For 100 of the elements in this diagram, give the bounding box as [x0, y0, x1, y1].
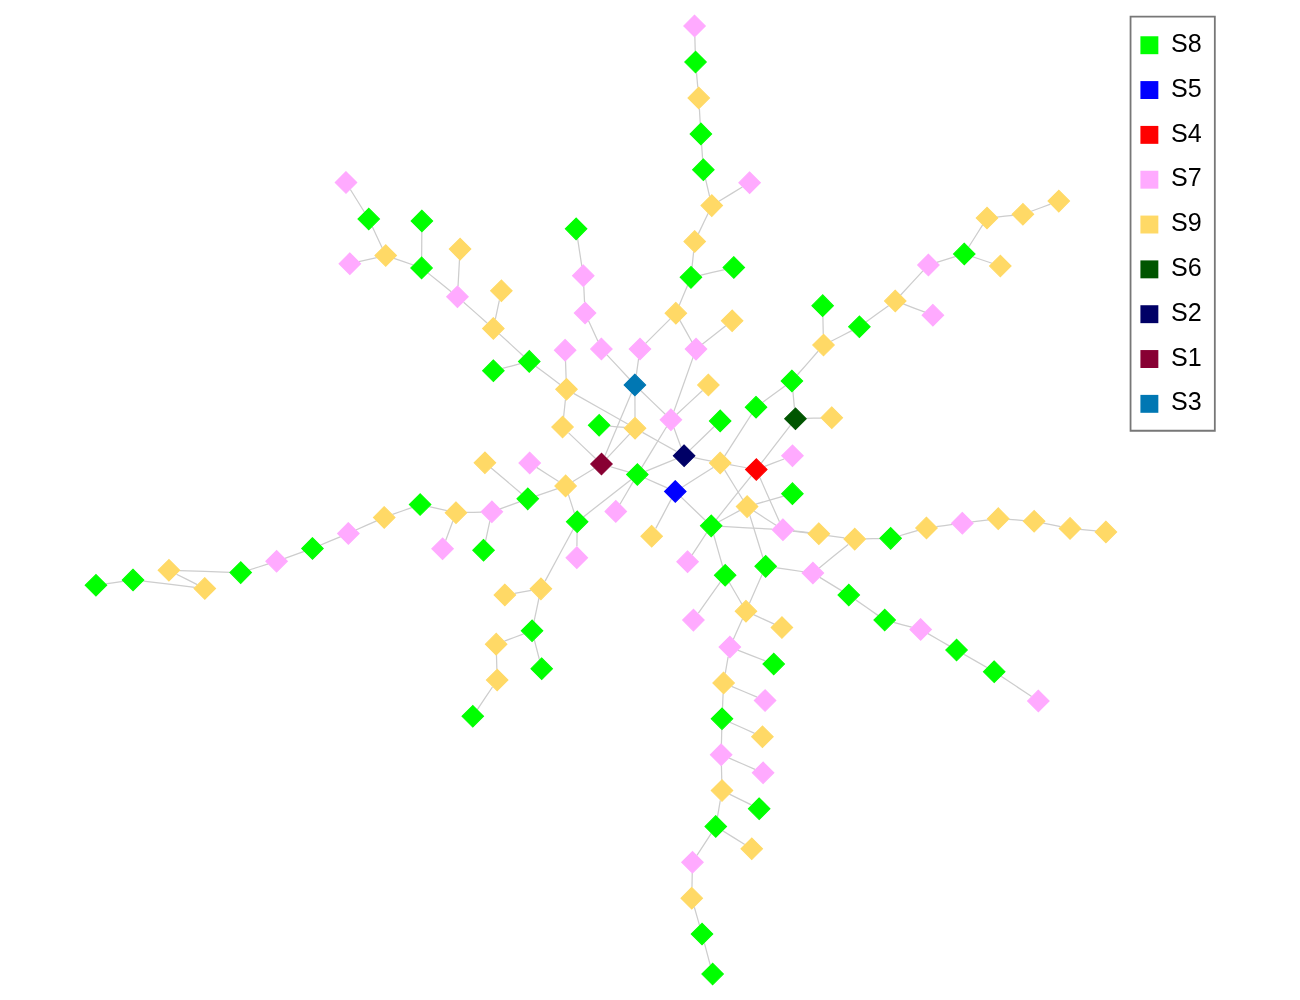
connector [142, 580, 196, 588]
node-diamond [157, 558, 181, 582]
connector [533, 638, 541, 661]
connector [748, 573, 763, 605]
node-diamond [565, 510, 589, 534]
connector [1008, 518, 1025, 522]
node-diamond [744, 395, 768, 419]
connector [1042, 522, 1062, 528]
connector [673, 427, 682, 448]
connector [697, 581, 721, 614]
node-diamond [680, 850, 704, 874]
node-diamond [762, 652, 786, 676]
node-diamond [517, 349, 541, 373]
node-diamond [945, 638, 969, 662]
node-diamond [820, 406, 844, 430]
node-diamond [883, 289, 907, 313]
node-diamond [982, 660, 1006, 684]
legend-label: S7 [1170, 163, 1202, 192]
connector [796, 350, 819, 376]
connector [926, 632, 951, 647]
node-diamond [300, 536, 324, 560]
node-diamond [485, 668, 509, 692]
node-diamond [529, 577, 553, 601]
connector [604, 392, 633, 457]
node-diamond [680, 886, 704, 910]
node-diamond [916, 253, 940, 277]
node-diamond [672, 444, 696, 468]
node-diamond [640, 524, 664, 548]
connector [427, 272, 452, 293]
node-diamond [683, 229, 707, 253]
node-diamond [710, 779, 734, 803]
node-diamond [747, 797, 771, 821]
connector [792, 530, 810, 534]
connector [503, 633, 525, 642]
node-diamond [879, 526, 903, 550]
node-diamond [489, 279, 513, 303]
node-diamond [770, 616, 794, 640]
node-diamond [847, 315, 871, 339]
connector [514, 589, 532, 594]
connector [490, 467, 523, 495]
connector [393, 257, 414, 266]
node-diamond [681, 608, 705, 632]
connector [499, 501, 521, 510]
legend-label: S8 [1170, 28, 1202, 57]
connector [722, 830, 746, 846]
node-diamond [700, 194, 724, 218]
node-diamond [659, 408, 683, 432]
connector [644, 318, 671, 345]
node-diamond [811, 294, 835, 318]
node-diamond [750, 725, 774, 749]
connector [721, 525, 773, 530]
node-diamond [751, 761, 775, 785]
node-diamond [738, 171, 762, 195]
node-diamond [691, 158, 715, 182]
connector [582, 479, 632, 518]
connector [755, 495, 785, 505]
node-diamond [801, 561, 825, 585]
connector [494, 299, 500, 320]
node-diamond [683, 14, 707, 38]
connector [893, 621, 913, 628]
connector [606, 354, 631, 380]
connector [728, 793, 752, 806]
connector [716, 799, 721, 818]
node-diamond [676, 550, 700, 574]
connector [996, 214, 1014, 218]
connector [583, 285, 586, 303]
node-diamond [334, 171, 358, 195]
node-diamond [843, 527, 867, 551]
node-diamond [480, 500, 504, 524]
connector [421, 231, 423, 258]
node-diamond [628, 337, 652, 361]
connector [562, 399, 567, 418]
connector [457, 259, 461, 287]
node-diamond [734, 599, 758, 623]
node-diamond [1047, 189, 1071, 213]
connector [349, 188, 365, 213]
connector [865, 305, 890, 323]
connector [855, 599, 879, 617]
node-diamond [623, 373, 647, 397]
connector [737, 649, 766, 662]
connector [700, 143, 704, 160]
connector [899, 529, 919, 537]
node-diamond [1011, 202, 1035, 226]
connector [606, 433, 631, 459]
node-diamond [708, 451, 732, 475]
connector [567, 493, 576, 515]
connector [571, 467, 596, 483]
node-diamond [780, 444, 804, 468]
connector [724, 469, 744, 501]
node-diamond [530, 657, 554, 681]
connector [729, 464, 748, 469]
connector [535, 488, 559, 497]
node-diamond [229, 561, 253, 585]
node-diamond [84, 573, 108, 597]
node-diamond [713, 563, 737, 587]
connector [728, 581, 743, 605]
legend-label: S5 [1170, 73, 1202, 102]
node-diamond [589, 452, 613, 476]
node-diamond [914, 516, 938, 540]
node-diamond [684, 50, 708, 74]
